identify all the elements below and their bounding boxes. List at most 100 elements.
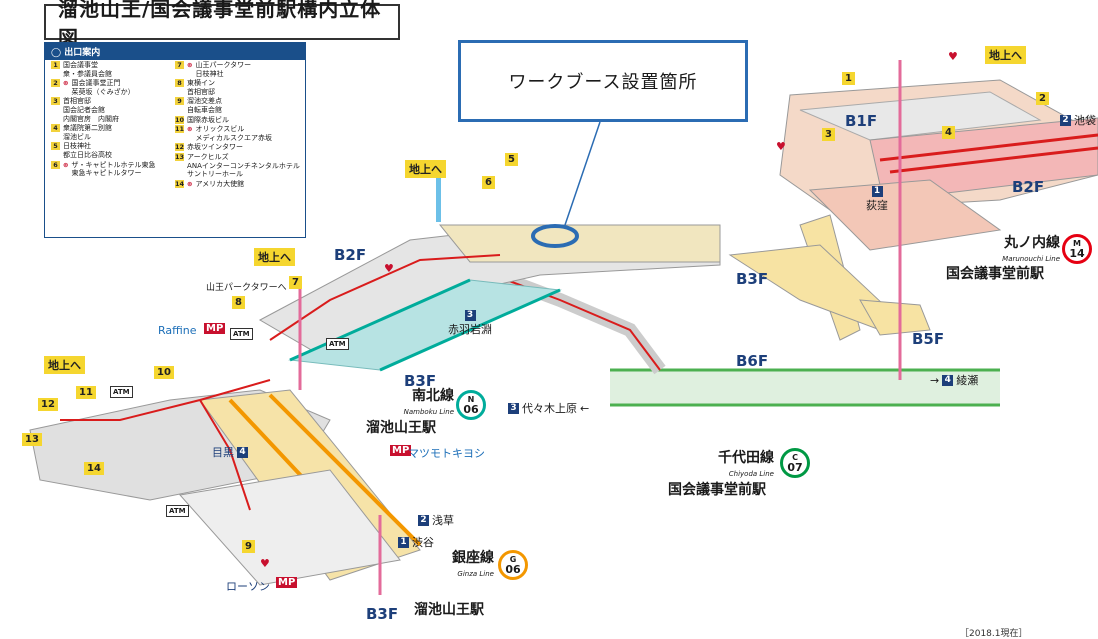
exit-number-4: 4 — [942, 126, 955, 139]
elevator-icon: ⊛ — [187, 125, 193, 134]
atm-icon: ATM — [110, 386, 133, 398]
exit-number-14: 14 — [84, 462, 104, 475]
station-namboku-station: 溜池山王駅 — [366, 420, 436, 436]
exit-number-7: 7 — [289, 276, 302, 289]
connection-route — [479, 269, 661, 371]
date-footnote: ［2018.1現在］ — [960, 629, 1028, 639]
ground-exit-tag-sanno: 地上へ — [254, 248, 295, 266]
ginza-route-2 — [199, 399, 251, 511]
floor-label-b3f-ginza: B3F — [366, 605, 399, 623]
workbooth-concourse — [438, 224, 721, 263]
direction-ayase-label: 綾瀬 — [956, 374, 979, 387]
exit-number-2: 2 — [1036, 92, 1049, 105]
station-ginza-en: Ginza Line — [457, 570, 494, 578]
legend-exit-name: 国会議事堂正門 茱萸坂（ぐみざか） — [71, 79, 135, 96]
direction-shibuya-number: 1 — [398, 536, 409, 548]
legend-exit-name: 国会議事堂 衆・参議員会館 — [63, 61, 112, 78]
code-line-m: M — [1073, 239, 1081, 248]
elevator-icon: ⊛ — [187, 61, 193, 69]
exit-number-6: 6 — [482, 176, 495, 189]
station-marunouchi-station: 国会議事堂前駅 — [946, 266, 1044, 282]
legend-exit-number: 14 — [175, 179, 185, 188]
ginza-lower-hall — [179, 469, 401, 586]
mp-badge-lawson: MP — [276, 577, 298, 588]
legend-exit-name: アークヒルズ ANAインターコンチネンタルホテル サントリーホール — [187, 152, 300, 179]
chiyoda-platform — [610, 370, 1000, 405]
station-chiyoda-en: Chiyoda Line — [728, 470, 774, 478]
elevator-icon: ⊛ — [187, 179, 193, 188]
mp-badge-raffine: MP — [204, 323, 226, 334]
direction-ogikubo-label: 荻窪 — [866, 199, 888, 212]
marunouchi-lower-hall — [808, 179, 1002, 251]
raffine-label: Raffine — [158, 324, 197, 337]
exit-number-1: 1 — [842, 72, 855, 85]
exit-number-11: 11 — [76, 386, 96, 399]
exit-number-8: 8 — [232, 296, 245, 309]
legend-exit-name: 国際赤坂ビル — [187, 115, 230, 124]
station-ginza-station: 溜池山王駅 — [414, 602, 484, 618]
code-num-n: 06 — [463, 403, 479, 416]
exit-number-5: 5 — [505, 153, 518, 166]
atm-icon: ATM — [230, 328, 253, 340]
direction-ogikubo: 1 荻窪 — [866, 186, 888, 213]
station-namboku: 南北線 Namboku Line — [384, 388, 454, 420]
namboku-track — [289, 278, 471, 362]
floor-label-b5f: B5F — [912, 330, 945, 348]
code-num-m: 14 — [1069, 247, 1085, 260]
ground-exit-tag-namboku: 地上へ — [405, 160, 446, 178]
legend-header: ◯ 出口案内 — [45, 43, 305, 60]
direction-ogikubo-number: 1 — [871, 186, 883, 197]
legend-exit-number: 8 — [175, 79, 184, 88]
legend-exit-name: 日枝神社 都立日比谷高校 — [63, 142, 112, 159]
atm-icon: ATM — [326, 338, 349, 350]
exit-number-9: 9 — [242, 540, 255, 553]
exit-number-10: 10 — [154, 366, 174, 379]
legend-header-text: 出口案内 — [64, 48, 101, 58]
workbooth-callout: ワークブース設置箇所 — [458, 40, 748, 122]
station-namboku-en: Namboku Line — [403, 408, 454, 416]
legend-exit-number: 10 — [175, 115, 185, 124]
station-marunouchi-line: 丸ノ内線 — [1004, 235, 1060, 251]
legend-exit-name: 衆議院第二別館 溜池ビル — [63, 124, 112, 141]
direction-yoyogiuehara-label: 代々木上原 — [522, 402, 577, 415]
direction-ayase-number: 4 — [942, 374, 954, 386]
aed-heart-icon: ♥ — [260, 557, 270, 570]
floor-label-b3f-chiyoda: B3F — [736, 270, 769, 288]
station-marunouchi: 丸ノ内線 Marunouchi Line — [980, 235, 1060, 267]
marunouchi-track — [879, 133, 1098, 162]
code-line-n: N — [467, 395, 475, 404]
direction-yoyogiuehara-arrow: ← — [580, 401, 590, 415]
direction-yoyogiuehara-number: 3 — [508, 402, 519, 414]
station-chiyoda: 千代田線 Chiyoda Line — [704, 450, 774, 482]
legend-exit-row: 7⊛山王パークタワー 日枝神社 — [175, 61, 303, 78]
aed-heart-icon: ♥ — [384, 262, 394, 275]
direction-shibuya-label: 渋谷 — [412, 536, 434, 549]
direction-akabaneiwabuchi-label: 赤羽岩淵 — [448, 323, 492, 336]
floor-label-b2f-namboku: B2F — [334, 246, 367, 264]
exit-number-3: 3 — [822, 128, 835, 141]
legend-exit-number: 13 — [175, 152, 185, 161]
ginza-route — [60, 379, 271, 421]
legend-exit-number: 7 — [175, 61, 184, 69]
map-title: 溜池山王/国会議事堂前駅構内立体図 — [44, 0, 400, 50]
exit-number-13: 13 — [22, 433, 42, 446]
namboku-track-2 — [379, 288, 561, 372]
legend-exit-number: 3 — [51, 97, 60, 106]
legend-exit-row: 11⊛オリックスビル メディカルスクエア赤坂 — [175, 125, 303, 142]
legend-exit-number: 4 — [51, 124, 60, 133]
